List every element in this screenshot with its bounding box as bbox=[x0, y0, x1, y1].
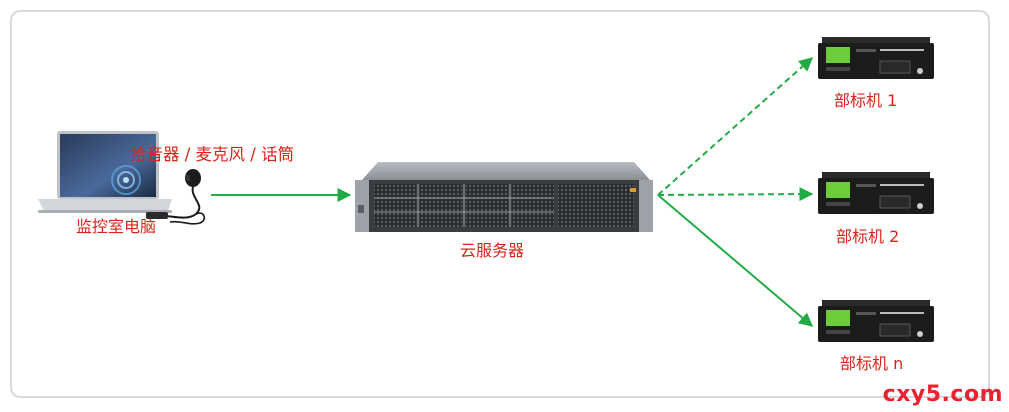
device-n-label: 部标机 n bbox=[840, 354, 904, 373]
server-label: 云服务器 bbox=[460, 241, 525, 260]
mdvr-device-icon bbox=[818, 37, 934, 79]
mic-label: 拾音器 / 麦克风 / 话筒 bbox=[130, 145, 295, 164]
mdvr-device-icon bbox=[818, 300, 934, 342]
arrow-server-to-devicen bbox=[657, 194, 814, 327]
laptop-icon bbox=[38, 131, 172, 213]
lapel-mic-icon bbox=[146, 169, 206, 225]
rack-server-icon bbox=[355, 162, 653, 232]
pc-label: 监控室电脑 bbox=[76, 217, 157, 236]
arrow-server-to-device1 bbox=[657, 57, 814, 196]
device-2-label: 部标机 2 bbox=[836, 227, 900, 246]
watermark-text: cxy5.com bbox=[882, 382, 1003, 407]
device-1-label: 部标机 1 bbox=[834, 91, 898, 110]
arrow-server-to-device2 bbox=[657, 187, 814, 202]
mdvr-device-icon bbox=[818, 172, 934, 214]
